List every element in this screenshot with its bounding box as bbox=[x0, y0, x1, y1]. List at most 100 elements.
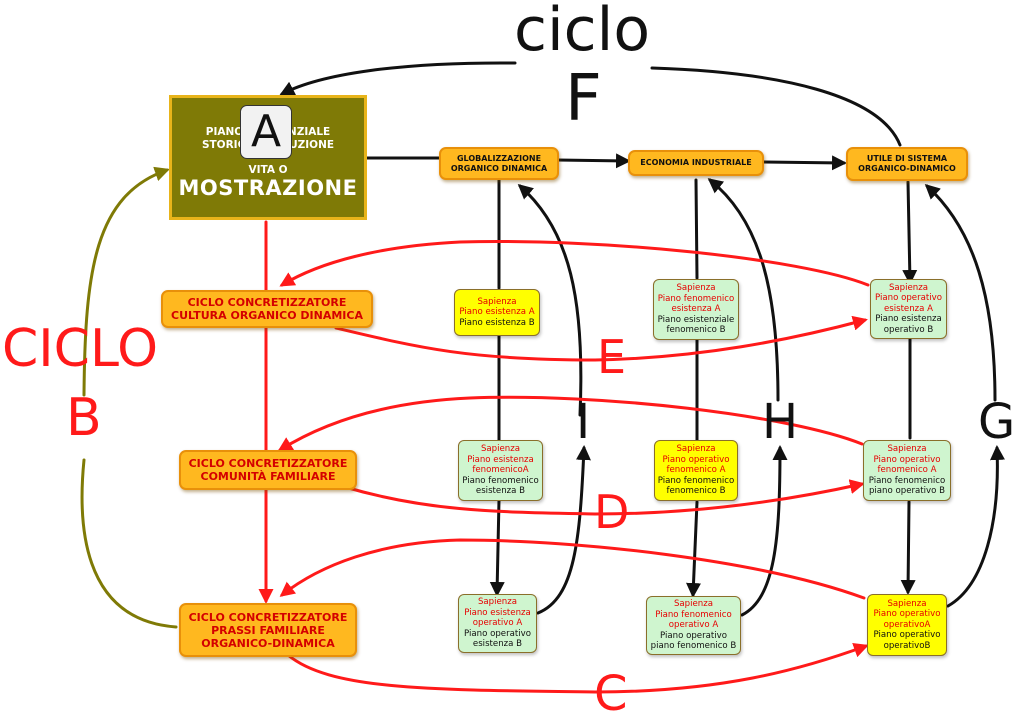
main-title: MOSTRAZIONE bbox=[178, 176, 358, 200]
node-text: CICLO CONCRETIZZATORE bbox=[187, 296, 347, 309]
label-i: I bbox=[576, 394, 591, 450]
node-ciclo-cultura: CICLO CONCRETIZZATORE CULTURA ORGANICO D… bbox=[161, 290, 373, 328]
node-text: CICLO CONCRETIZZATORE bbox=[188, 610, 348, 624]
node-text: COMUNITÀ FAMILIARE bbox=[200, 470, 336, 483]
box-text: Piano esistenza bbox=[467, 454, 534, 465]
node-ciclo-prassi: CICLO CONCRETIZZATORE PRASSI FAMILIARE O… bbox=[179, 603, 357, 657]
badge-a: A bbox=[240, 105, 292, 159]
arrow-ciclo-f-to-main bbox=[279, 61, 517, 96]
box-text: fenomenico B bbox=[666, 486, 726, 497]
box-text: operativo B bbox=[883, 324, 934, 335]
box-text: fenomenico B bbox=[666, 325, 726, 336]
label-b: B bbox=[66, 388, 102, 448]
box-text: Sapienza bbox=[887, 444, 927, 455]
box-text: esistenza B bbox=[475, 486, 526, 497]
node-ciclo-comunita: CICLO CONCRETIZZATORE COMUNITÀ FAMILIARE bbox=[179, 450, 357, 490]
arrow-col2-to-s8 bbox=[686, 500, 702, 598]
sapienza-box-1: Sapienza Piano esistenza A Piano esisten… bbox=[454, 289, 540, 336]
node-text: ORGANICO-DINAMICO bbox=[858, 164, 956, 173]
arrow-cycle-g-up bbox=[946, 445, 1005, 608]
node-text: UTILE DI SISTEMA bbox=[866, 154, 948, 163]
sapienza-box-6: Sapienza Piano operativo fenomenico A Pi… bbox=[863, 440, 951, 501]
arrow-utile-to-s3 bbox=[902, 180, 918, 285]
box-text: Sapienza bbox=[480, 444, 521, 455]
label-ciclo-left: CICLO bbox=[2, 319, 158, 379]
box-text: esistenza A bbox=[883, 303, 934, 314]
box-text: Piano esistenza B bbox=[459, 317, 535, 328]
box-text: Piano operativo bbox=[873, 454, 941, 465]
arrow-cycle-i-top bbox=[517, 184, 583, 417]
box-text: Piano operativo bbox=[873, 609, 941, 620]
box-text: Piano operativo bbox=[662, 454, 730, 465]
node-utile-di-sistema: UTILE DI SISTEMA ORGANICO-DINAMICO bbox=[846, 147, 968, 181]
box-text: Sapienza bbox=[676, 283, 716, 294]
node-text: GLOBALIZZAZIONE bbox=[456, 153, 542, 163]
box-text: Piano fenomenico bbox=[657, 475, 735, 486]
box-text: Piano esistenza A bbox=[459, 307, 535, 318]
box-text: Sapienza bbox=[477, 296, 517, 307]
arrow-utile-to-ciclo-f bbox=[650, 66, 902, 147]
label-g: G bbox=[978, 394, 1016, 450]
box-text: Piano esistenza bbox=[464, 607, 531, 618]
label-f: F bbox=[565, 62, 602, 136]
box-text: Piano fenomenico bbox=[462, 475, 539, 486]
sapienza-box-9: Sapienza Piano operativo operativoA Pian… bbox=[867, 594, 947, 656]
box-text: Piano esistenza bbox=[875, 314, 942, 325]
box-text: Piano fenomenico bbox=[657, 293, 735, 304]
line-col2-down bbox=[694, 178, 699, 280]
sapienza-box-3: Sapienza Piano operativo esistenza A Pia… bbox=[870, 279, 947, 339]
sapienza-box-4: Sapienza Piano esistenza fenomenicoA Pia… bbox=[458, 440, 543, 501]
box-text: Sapienza bbox=[676, 444, 716, 455]
arrow-cycle-e-to-s3 bbox=[334, 315, 868, 362]
node-text: CULTURA ORGANICO DINAMICA bbox=[171, 309, 363, 322]
node-economia-industriale: ECONOMIA INDUSTRIALE bbox=[628, 150, 764, 176]
label-h: H bbox=[762, 394, 799, 450]
node-text: ECONOMIA INDUSTRIALE bbox=[640, 158, 752, 167]
node-text: ORGANICO DINAMICA bbox=[450, 163, 548, 173]
box-text: Piano operativo bbox=[875, 293, 942, 304]
label-e: E bbox=[597, 330, 627, 384]
box-text: piano fenomenico B bbox=[650, 641, 737, 652]
arrow-col1-to-s7 bbox=[489, 498, 505, 597]
node-text: ORGANICO-DINAMICA bbox=[201, 636, 335, 650]
arrow-cycle-h-up bbox=[740, 445, 788, 617]
box-text: Sapienza bbox=[673, 599, 714, 610]
box-text: Piano operativo bbox=[464, 628, 531, 639]
sapienza-box-2: Sapienza Piano fenomenico esistenza A Pi… bbox=[653, 279, 739, 340]
sapienza-box-7: Sapienza Piano esistenza operativo A Pia… bbox=[458, 594, 537, 653]
label-d: D bbox=[594, 485, 630, 539]
box-text: fenomenico A bbox=[877, 465, 937, 476]
node-text: PRASSI FAMILIARE bbox=[211, 623, 325, 637]
arrow-economia-to-utile bbox=[762, 155, 847, 171]
sapienza-box-8: Sapienza Piano fenomenico operativo A Pi… bbox=[646, 596, 741, 655]
box-text: Sapienza bbox=[887, 598, 927, 609]
box-text: Sapienza bbox=[477, 597, 518, 608]
box-text: operativoA bbox=[883, 619, 931, 630]
arrow-cycle-c-to-s9 bbox=[286, 643, 869, 694]
main-line-2: VITA O bbox=[248, 164, 288, 176]
box-text: Piano fenomenico bbox=[868, 475, 946, 486]
arrow-cycle-i-up bbox=[536, 445, 591, 615]
box-text: fenomenicoA bbox=[472, 465, 529, 476]
box-text: operativo A bbox=[472, 618, 523, 629]
box-text: Piano operativo bbox=[873, 630, 941, 641]
box-text: operativoB bbox=[883, 640, 931, 651]
arrow-cycle-c-to-prassi bbox=[279, 538, 866, 600]
arrow-cycle-d-to-s6 bbox=[343, 479, 865, 516]
arrow-cycle-d-to-comunita bbox=[277, 395, 864, 452]
label-ciclo-top: ciclo bbox=[514, 0, 651, 65]
box-text: Sapienza bbox=[888, 282, 929, 293]
node-text: CICLO CONCRETIZZATORE bbox=[188, 457, 348, 470]
sapienza-box-5: Sapienza Piano operativo fenomenico A Pi… bbox=[654, 440, 738, 501]
arrow-ciclo-b-top bbox=[82, 166, 170, 397]
box-text: Piano fenomenico bbox=[655, 609, 732, 620]
arrow-globalizzazione-to-economia bbox=[555, 153, 631, 169]
box-text: fenomenico A bbox=[666, 465, 726, 476]
box-text: Piano esistenziale bbox=[657, 314, 735, 325]
label-c: C bbox=[594, 666, 628, 722]
arrow-cycle-g-top bbox=[924, 183, 997, 402]
arrow-cycle-h-top bbox=[707, 178, 780, 402]
box-text: esistenza A bbox=[671, 304, 721, 315]
box-text: esistenza B bbox=[472, 639, 523, 650]
arrow-s6-to-s9 bbox=[900, 500, 916, 595]
